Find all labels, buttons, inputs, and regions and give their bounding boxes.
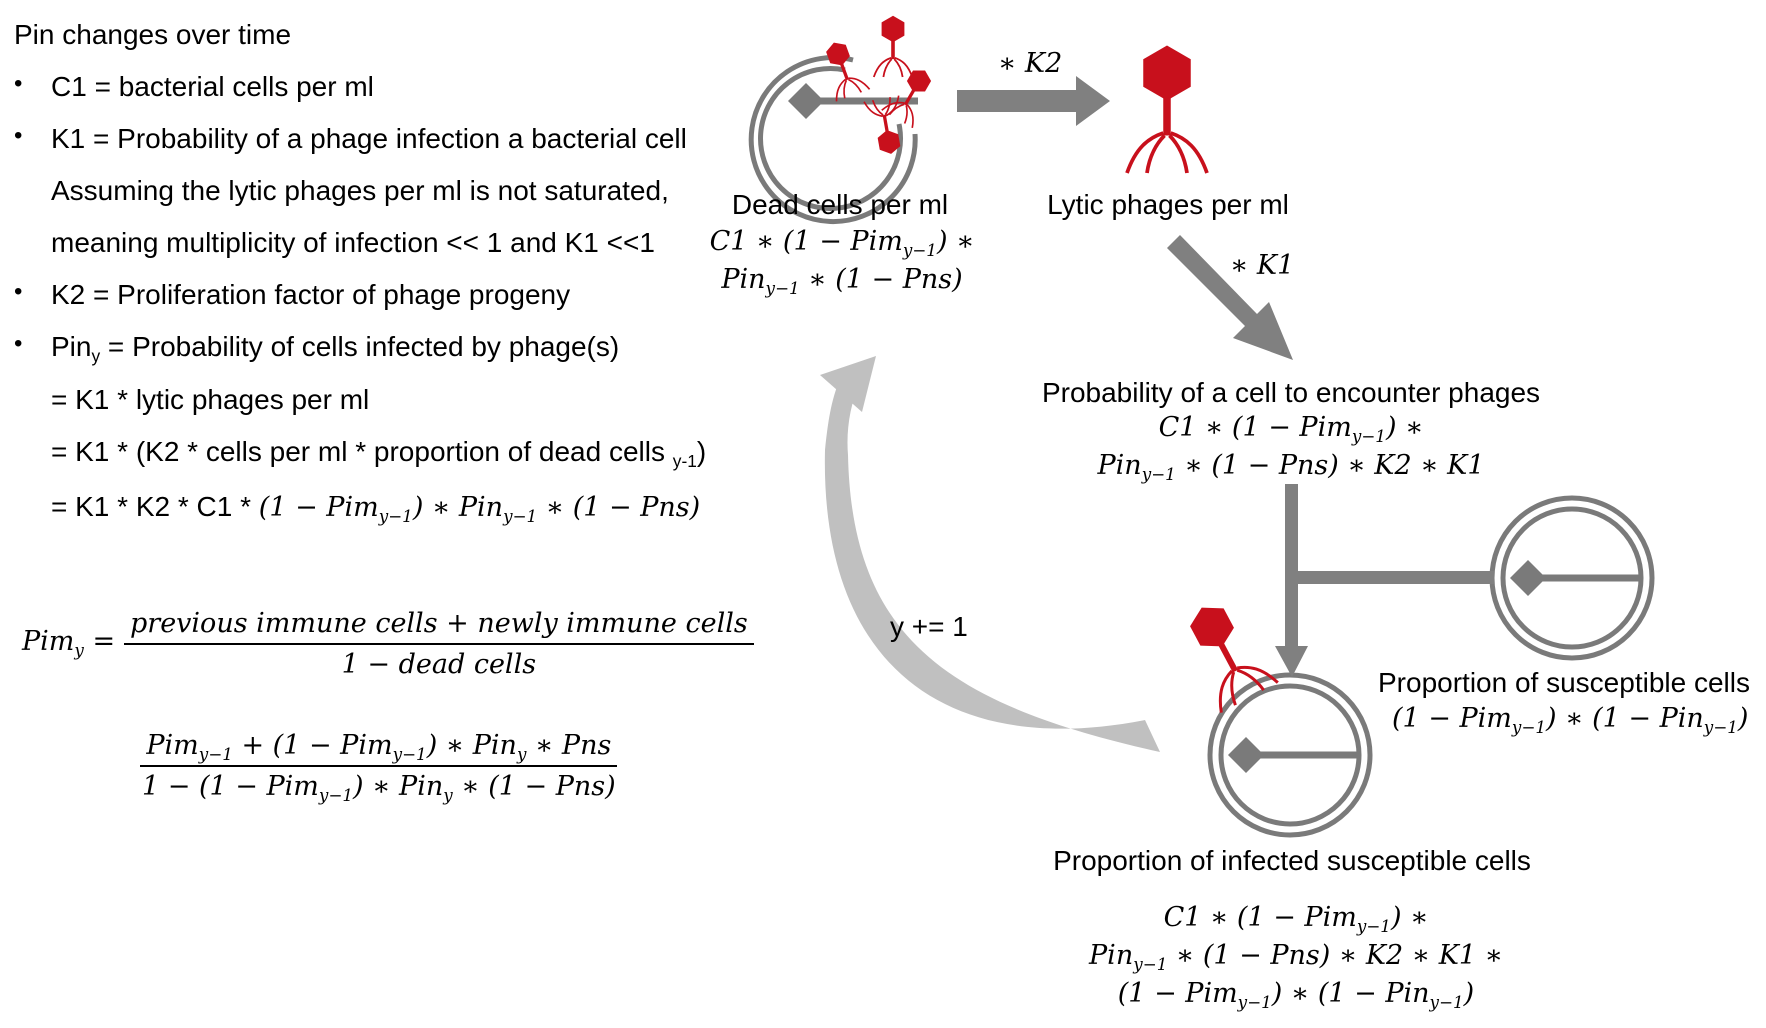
encounter-title: Probability of a cell to encounter phage… — [1041, 377, 1541, 408]
phage-icon — [1125, 43, 1209, 175]
pin-definition: Piny = Probability of cells infected by … — [51, 331, 620, 367]
c1-definition: C1 = bacterial cells per ml — [51, 71, 374, 102]
pim-label: Pimy = — [22, 626, 116, 660]
pim-fraction-2: Pimy−1 + (1 − Pimy−1) ∗ Piny ∗ Pns 1 − (… — [140, 730, 618, 805]
equation-line-2: = K1 * (K2 * cells per ml * proportion o… — [51, 436, 707, 472]
bullet-marker: • — [14, 330, 23, 357]
infected-formula-3: (1 − Pimy−1) ∗ (1 − Piny−1) — [1117, 978, 1475, 1012]
arrow-k2 — [957, 76, 1110, 126]
susceptible-formula: (1 − Pimy−1) ∗ (1 − Piny−1) — [1392, 703, 1749, 737]
arrow-k1 — [1167, 235, 1293, 360]
k1-definition: K1 = Probability of a phage infection a … — [51, 123, 687, 154]
dead-cells-title: Dead cells per ml — [731, 189, 949, 220]
bullet-marker: • — [14, 122, 23, 149]
susceptible-cell-icon — [1492, 498, 1652, 658]
k2-definition: K2 = Proliferation factor of phage proge… — [51, 279, 571, 310]
encounter-formula-1: C1 ∗ (1 − Pimy−1) ∗ — [1158, 412, 1424, 446]
equation-line-1: = K1 * lytic phages per ml — [51, 384, 370, 415]
pim-fraction-1: previous immune cells + newly immune cel… — [124, 608, 754, 680]
arrow-k2-label: ∗ K2 — [998, 48, 1063, 79]
arrow-encounter-to-infected — [1275, 484, 1494, 677]
dead-cells-formula-2: Piny−1 ∗ (1 − Pns) — [721, 264, 963, 298]
dead-cell-icon — [748, 14, 942, 225]
lytic-phages-title: Lytic phages per ml — [1047, 189, 1289, 220]
assumption-line-2: meaning multiplicity of infection << 1 a… — [51, 227, 655, 258]
loop-arrow — [820, 356, 1160, 752]
infected-title: Proportion of infected susceptible cells — [1053, 845, 1531, 876]
bullet-marker: • — [14, 278, 23, 305]
assumption-line-1: Assuming the lytic phages per ml is not … — [51, 175, 669, 206]
infected-cell-icon — [1171, 591, 1370, 835]
bullet-marker: • — [14, 70, 23, 97]
infected-formula-1: C1 ∗ (1 − Pimy−1) ∗ — [1163, 902, 1429, 936]
heading: Pin changes over time — [14, 19, 292, 50]
encounter-formula-2: Piny−1 ∗ (1 − Pns) ∗ K2 ∗ K1 — [1097, 450, 1485, 484]
arrow-k1-label: ∗ K1 — [1230, 250, 1295, 281]
loop-label: y += 1 — [890, 611, 968, 642]
susceptible-title: Proportion of susceptible cells — [1378, 667, 1750, 698]
infected-formula-2: Piny−1 ∗ (1 − Pns) ∗ K2 ∗ K1 ∗ — [1089, 940, 1503, 974]
equation-line-3: = K1 * K2 * C1 * (1 − Pimy−1) ∗ Piny−1 ∗… — [51, 491, 701, 526]
dead-cells-formula-1: C1 ∗ (1 − Pimy−1) ∗ — [709, 226, 975, 260]
